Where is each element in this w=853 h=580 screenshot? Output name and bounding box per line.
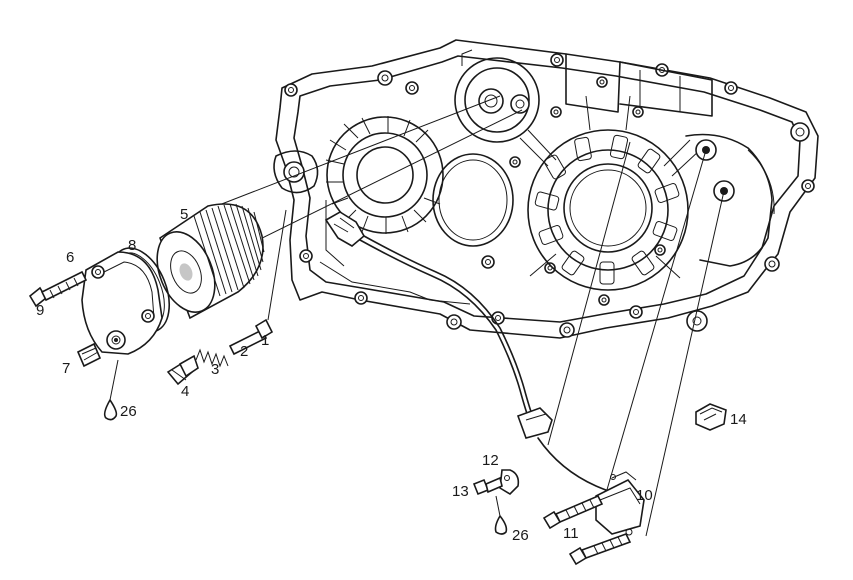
oil-filter-element — [156, 203, 265, 320]
callout-9: 9 — [36, 302, 44, 319]
callout-26-left: 26 — [120, 403, 137, 420]
callout-5: 5 — [180, 206, 188, 223]
callout-14: 14 — [730, 411, 747, 428]
callout-13: 13 — [452, 483, 469, 500]
bypass-cap — [166, 354, 199, 386]
filter-cover — [81, 251, 163, 355]
callout-4: 4 — [181, 383, 189, 400]
callout-11: 11 — [563, 525, 579, 542]
callout-1: 1 — [261, 332, 269, 349]
middle-bore — [432, 153, 514, 247]
finned-housing — [325, 116, 444, 234]
rubber-grommet — [695, 403, 727, 431]
callout-12: 12 — [482, 452, 499, 469]
callout-8: 8 — [128, 237, 136, 254]
sensor-wiring — [324, 211, 645, 536]
callout-10: 10 — [636, 487, 653, 504]
main-bearing-web — [519, 95, 701, 291]
bolt-13 — [472, 476, 503, 496]
callout-2: 2 — [240, 343, 248, 360]
plunger-pin — [228, 328, 268, 356]
sealant-drop-left — [103, 399, 118, 421]
callout-6: 6 — [66, 249, 74, 266]
upper-shaft-boss — [454, 49, 540, 143]
bolt-11b — [568, 533, 632, 566]
callout-7: 7 — [62, 360, 70, 377]
cover-bolt — [28, 270, 88, 308]
assembly-leader-lines — [109, 95, 725, 537]
spring — [195, 348, 229, 368]
lower-left-pocket — [319, 200, 471, 305]
right-side-cover — [685, 133, 775, 267]
crankcase-outline — [275, 39, 819, 339]
crankcase — [273, 39, 819, 339]
left-mount-lug — [273, 150, 319, 194]
drain-plug — [76, 342, 102, 368]
callout-3: 3 — [211, 361, 219, 378]
crankcase-inner-rim — [293, 55, 801, 323]
filter-pleats — [193, 203, 265, 297]
clip-bracket-12 — [499, 469, 520, 496]
callout-labels: 1 2 3 4 5 6 7 8 9 10 11 12 13 14 26 26 — [36, 206, 747, 544]
sealant-drop-right — [494, 515, 508, 535]
top-housing — [565, 53, 713, 117]
bolt-11a — [542, 494, 604, 530]
callout-26-right: 26 — [512, 527, 529, 544]
valve-seat — [254, 318, 274, 340]
